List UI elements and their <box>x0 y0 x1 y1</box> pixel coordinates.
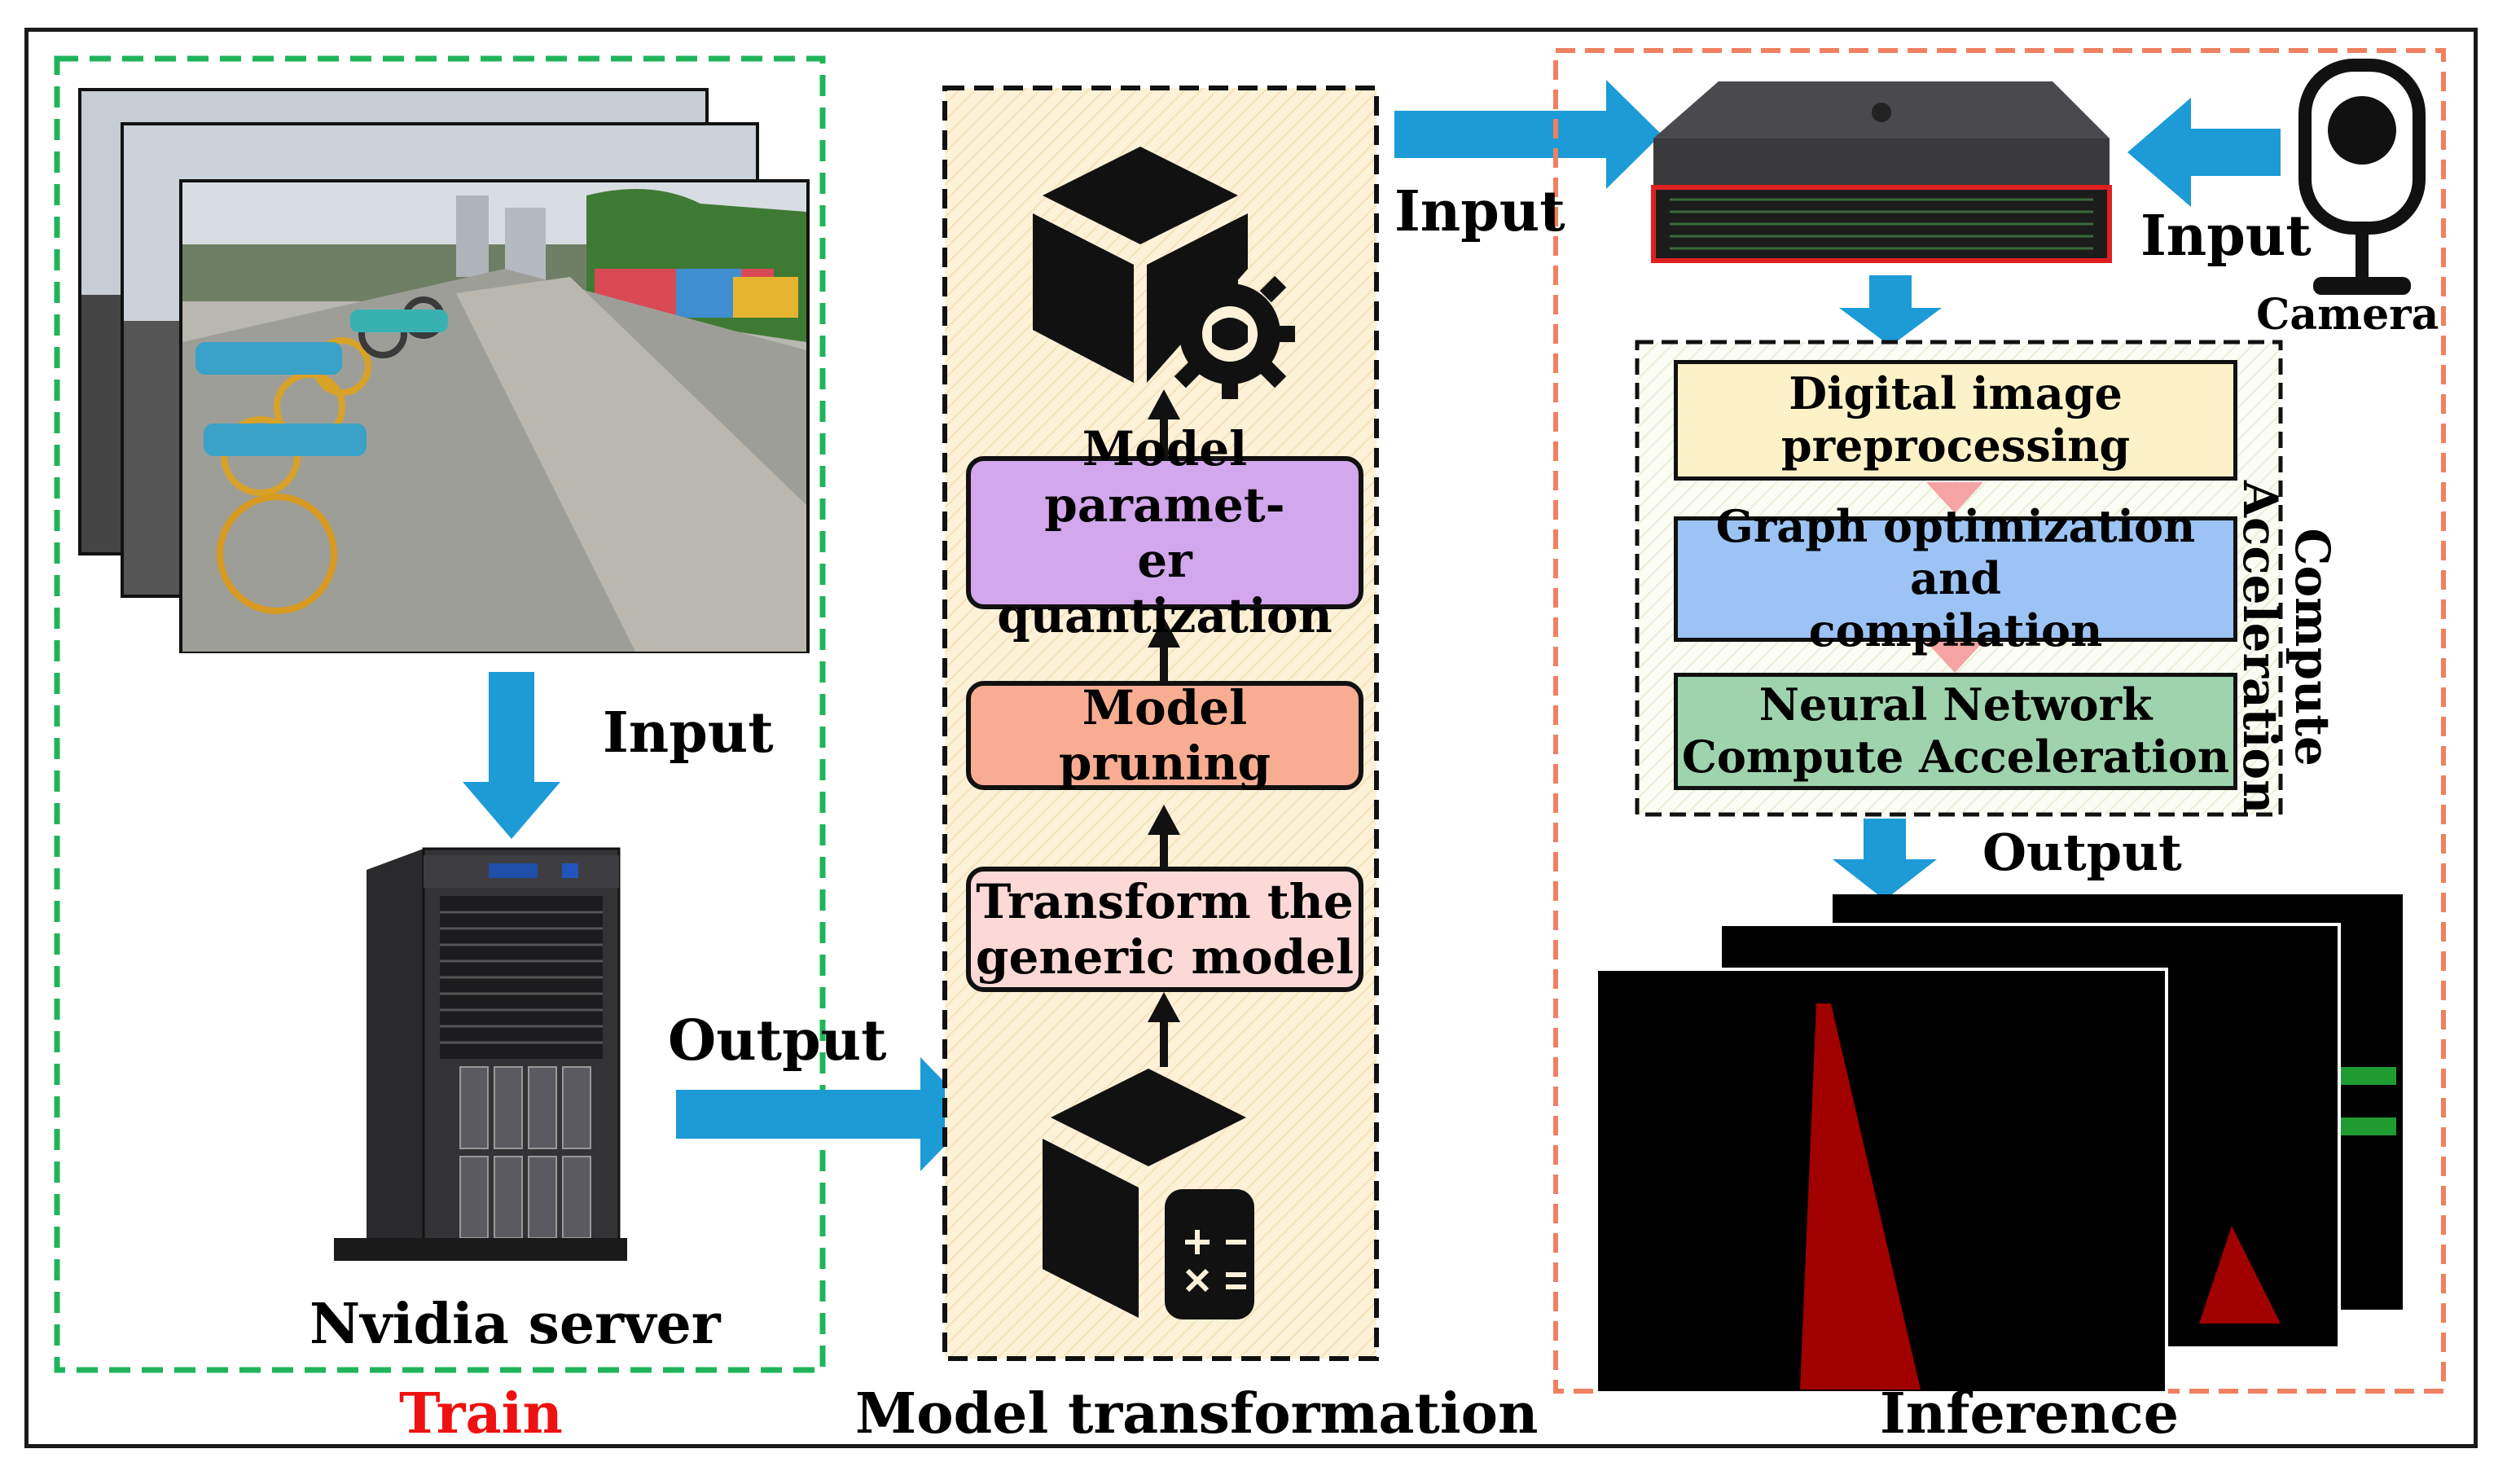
step-model-pruning: Model pruning <box>966 680 1363 791</box>
camera-icon <box>2298 59 2426 295</box>
train-input-label: Input <box>603 700 774 766</box>
compute-to-output-arrow <box>1833 819 1937 900</box>
inference-output-label: Output <box>1982 823 2182 882</box>
transform-section-label: Model transformation <box>855 1381 1539 1447</box>
train-output-arrow <box>676 1057 976 1171</box>
figure-frame <box>24 28 2478 1448</box>
optimized-model-cube-icon <box>1033 147 1295 399</box>
device-to-compute-arrow <box>1839 275 1942 346</box>
camera-input-label: Input <box>2140 204 2312 269</box>
edge-device-image <box>1651 81 2112 263</box>
segmentation-output-stack <box>1595 894 2403 1394</box>
compute-acceleration-label: Compute Acceleration <box>2233 481 2340 814</box>
nvidia-server-image <box>334 847 627 1261</box>
train-section-label: Train <box>399 1381 563 1447</box>
transform-to-inference-arrow <box>1394 80 1662 189</box>
camera-input-arrow <box>2127 98 2281 207</box>
train-output-label: Output <box>668 1008 887 1073</box>
inference-section-label: Inference <box>1880 1381 2179 1447</box>
generic-model-cube-icon <box>1043 1069 1254 1319</box>
train-section-border <box>54 55 826 1373</box>
transform-input-label: Input <box>1394 179 1565 244</box>
step-model-parameter-quantization: Model paramet-er quantization <box>966 421 1363 643</box>
nvidia-server-label: Nvidia server <box>310 1292 721 1357</box>
compute-step-connectors <box>1926 482 1983 673</box>
dataset-photo-stack <box>78 88 810 653</box>
train-input-arrow <box>463 672 560 839</box>
transform-flow-arrows <box>1148 389 1180 1067</box>
camera-label: Camera <box>2256 290 2439 340</box>
